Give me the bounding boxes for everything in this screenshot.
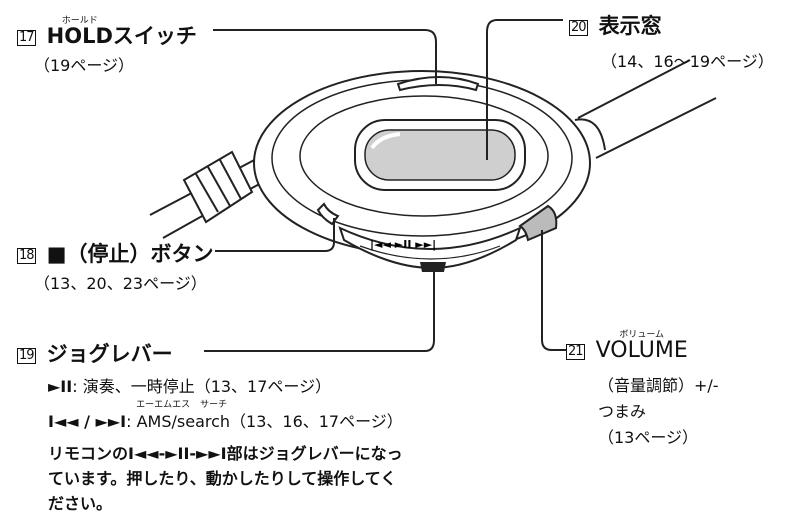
volume-ruby: ボリューム xyxy=(619,330,665,340)
ams-symbol: I◄◄ / ►►I xyxy=(48,412,127,431)
volume-line-2: （音量調節）+/- xyxy=(598,376,719,395)
jog-title: ジョグレバー xyxy=(46,342,173,366)
volume-line-3: つまみ xyxy=(598,402,647,421)
label-21-volume: 21 ボリューム VOLUME xyxy=(566,330,688,363)
cable-right xyxy=(574,59,717,159)
label-18-ref: （13、20、23ページ） xyxy=(34,274,207,293)
volume-ref: （13ページ） xyxy=(598,428,699,447)
callout-number-20: 20 xyxy=(569,20,588,36)
volume-title: VOLUME xyxy=(595,338,688,363)
volume-knob[interactable] xyxy=(518,204,558,242)
ams-desc-wrap: エーエムエスサーチ : AMS/search（13、16、17ページ） xyxy=(126,400,403,432)
callout-number-19: 19 xyxy=(17,348,36,364)
hold-switch[interactable] xyxy=(396,76,480,92)
hold-ruby: ホールド xyxy=(61,16,98,26)
display-title: 表示窓 xyxy=(598,14,662,38)
label-17-hold-switch: 17 ホールド HOLD スイッチ xyxy=(17,16,197,50)
label-20-ref: （14、16～19ページ） xyxy=(601,52,774,71)
play-pause-symbol: ►II xyxy=(48,377,73,396)
volume-ruby-wrap: ボリューム VOLUME xyxy=(595,330,688,363)
display-window xyxy=(364,129,516,181)
jog-note-line-2: ています。押したり、動かしたりして操作してく xyxy=(48,469,397,488)
play-pause-desc: : 演奏、一時停止（13、17ページ） xyxy=(72,377,332,396)
label-17-ref: （19ページ） xyxy=(34,56,135,75)
ams-ruby-1: エーエムエス xyxy=(136,400,191,410)
hold-word: HOLD xyxy=(46,24,113,48)
jog-lever-marks: |◄◄ ►II ►►| xyxy=(370,238,436,251)
cable-connector xyxy=(182,150,254,224)
hold-title-rest: スイッチ xyxy=(112,24,197,48)
callout-number-17: 17 xyxy=(17,30,36,46)
ams-ruby-2: サーチ xyxy=(200,400,228,410)
jog-note-line-1: リモコンのI◄◄-►II-►►I部はジョグレバーになっ xyxy=(48,444,403,463)
ams-desc: : AMS/search（13、16、17ページ） xyxy=(126,412,403,431)
jog-ams-line: I◄◄ / ►►I エーエムエスサーチ : AMS/search（13、16、17ペ… xyxy=(48,400,403,432)
hold-ruby-wrap: ホールド HOLD xyxy=(46,16,113,48)
callout-number-21: 21 xyxy=(566,344,585,360)
jog-play-line: ►II: 演奏、一時停止（13、17ページ） xyxy=(48,373,331,397)
stop-title: ■（停止）ボタン xyxy=(46,242,214,266)
remote-inner-rim xyxy=(299,95,549,217)
jog-note-line-3: ださい。 xyxy=(48,494,113,513)
label-20-display-window: 20 表示窓 xyxy=(569,10,662,40)
label-18-stop-button: 18 ■（停止）ボタン xyxy=(17,238,213,268)
callout-number-18: 18 xyxy=(17,248,36,264)
label-19-jog-lever: 19 ジョグレバー xyxy=(17,338,173,368)
jog-lever[interactable] xyxy=(338,226,522,270)
leader-lines xyxy=(204,19,566,352)
